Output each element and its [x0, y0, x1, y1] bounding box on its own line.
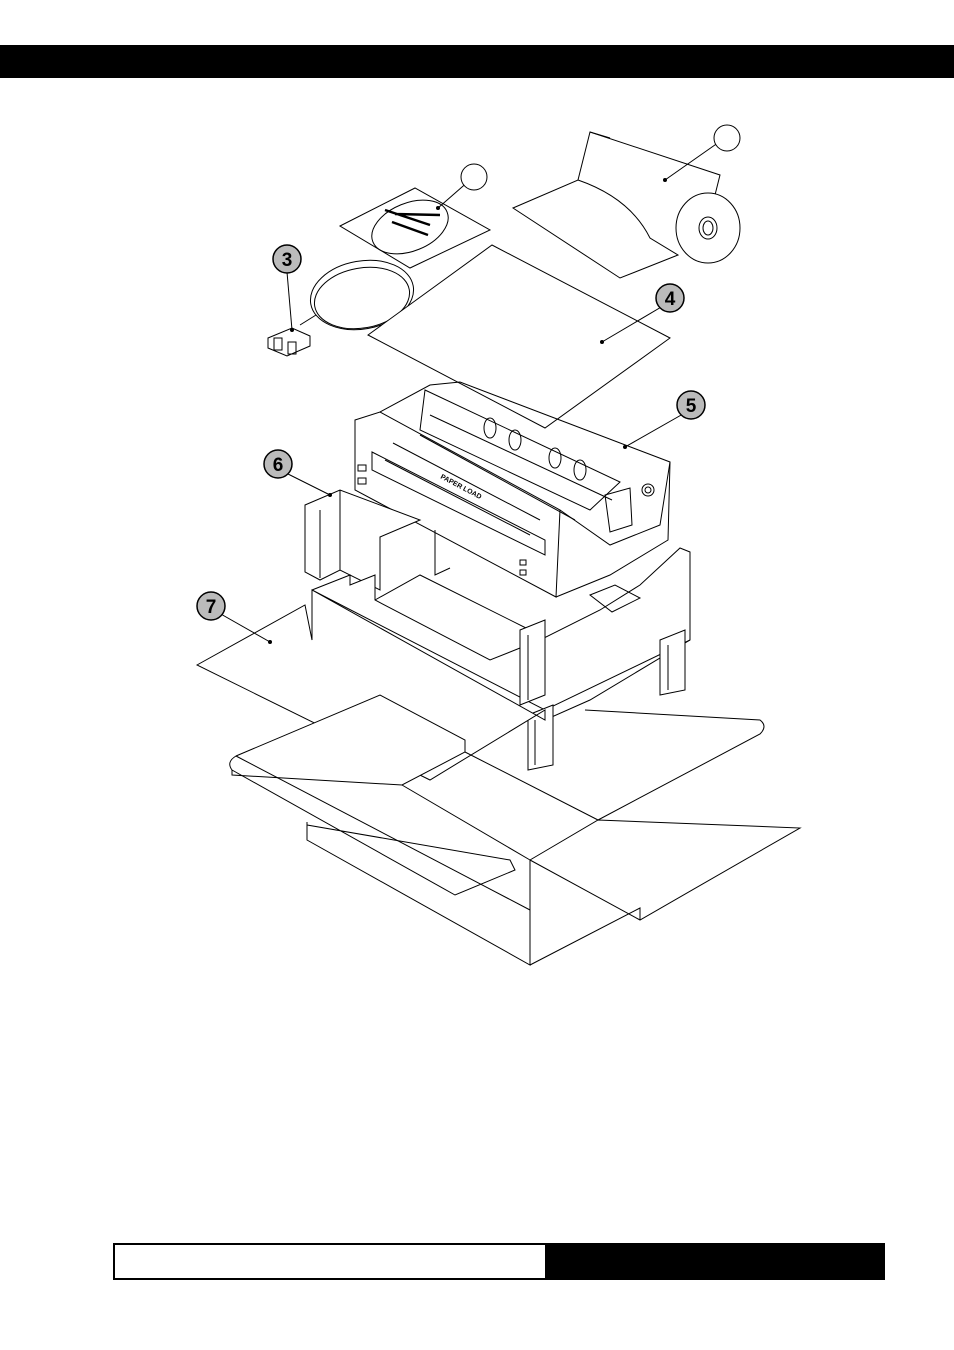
callout-4: 4	[656, 284, 684, 312]
callout-6: 6	[264, 450, 292, 478]
svg-text:7: 7	[206, 597, 217, 618]
svg-text:5: 5	[686, 396, 697, 417]
callout-7: 7	[197, 592, 225, 620]
leader-lines	[212, 140, 722, 642]
cardboard-box	[230, 695, 800, 965]
callout-1	[714, 125, 740, 151]
callout-2	[461, 164, 487, 190]
footer-right-box	[545, 1245, 883, 1278]
footer-left-box	[115, 1245, 545, 1278]
svg-text:3: 3	[282, 250, 293, 271]
exploded-packaging-diagram: PAPER LOAD	[0, 0, 954, 1000]
cd-sleeve	[340, 188, 490, 268]
paper-roll	[513, 132, 740, 278]
svg-text:4: 4	[665, 289, 676, 310]
callout-5: 5	[677, 391, 705, 419]
svg-text:6: 6	[273, 455, 284, 476]
printer-mechanism: PAPER LOAD	[355, 382, 670, 597]
callout-3: 3	[273, 245, 301, 273]
footer-bar	[113, 1243, 885, 1280]
